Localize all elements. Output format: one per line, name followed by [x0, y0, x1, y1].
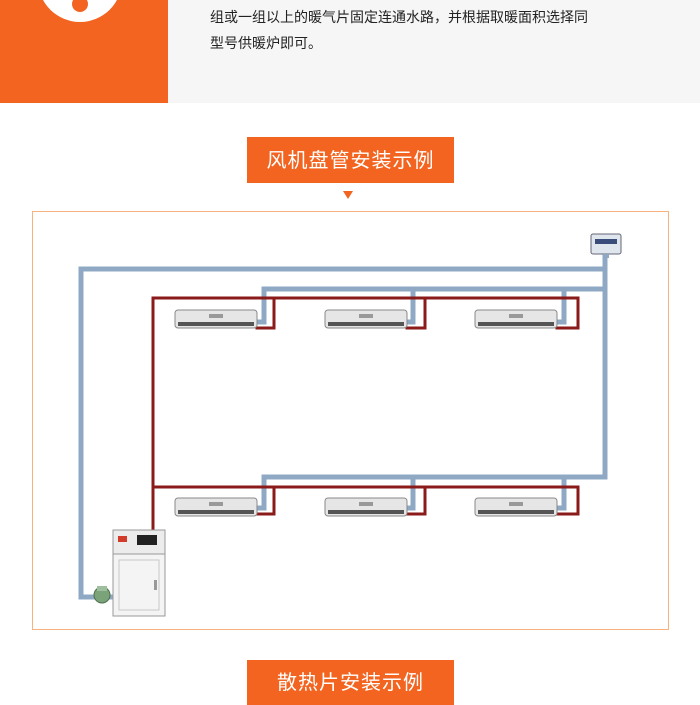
circulation-pump-icon	[93, 586, 111, 604]
intro-background	[168, 0, 700, 103]
fan-coil-section-title: 风机盘管安装示例	[247, 137, 454, 183]
return-pipes	[151, 296, 580, 544]
fan-coil-unit-icon	[324, 497, 408, 517]
radiator-section-title: 散热片安装示例	[247, 660, 454, 705]
fan-coil-unit-icon	[324, 309, 408, 329]
intro-text: 组或一组以上的暖气片固定连通水路，并根据取暖面积选择同 型号供暖炉即可。	[210, 5, 680, 57]
fan-coil-unit-icon	[474, 497, 558, 517]
fan-coil-unit-icon	[474, 309, 558, 329]
return-rise-l2	[405, 485, 427, 516]
fan-coil-unit-icon	[174, 309, 258, 329]
caret-down-icon	[343, 191, 353, 199]
return-rise-l3	[555, 485, 580, 516]
fan-coil-unit-icon	[174, 497, 258, 517]
badge-icon	[38, 0, 122, 22]
section-badge	[0, 0, 168, 103]
fan-coil-diagram	[32, 211, 669, 630]
intro-line-1: 组或一组以上的暖气片固定连通水路，并根据取暖面积选择同	[210, 10, 588, 26]
return-rise-l1	[255, 485, 276, 516]
return-rise-u2	[405, 296, 427, 330]
wall-boiler-icon	[112, 529, 166, 617]
return-rise-u3	[555, 296, 580, 330]
pipe-diagram-svg	[78, 233, 622, 617]
expansion-tank-icon	[590, 233, 622, 258]
return-rise-u1	[255, 296, 276, 330]
intro-line-2: 型号供暖炉即可。	[210, 36, 322, 52]
